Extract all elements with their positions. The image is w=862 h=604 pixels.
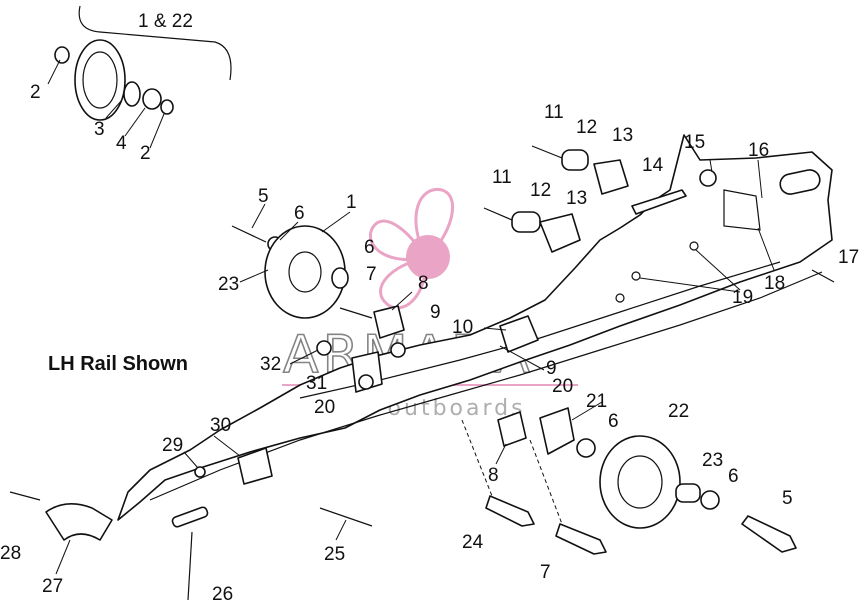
screw-icon [187,531,193,601]
callout-13: 13 [612,125,633,146]
callout-13: 13 [566,188,587,209]
callout-5: 5 [258,186,269,207]
block-icon [593,159,629,195]
callout-20: 20 [314,397,335,418]
callout-10: 10 [452,317,473,338]
leader-lines [55,159,775,575]
rear-wheel [539,407,797,553]
callout-26: 26 [212,584,233,604]
callout-6: 6 [294,203,305,224]
callout-6: 6 [728,466,739,487]
callout-12: 12 [576,117,597,138]
callout-2: 2 [140,143,151,164]
callout-20: 20 [552,376,573,397]
callout-9: 9 [546,358,557,379]
callout-2: 2 [30,82,41,103]
bracket-icon [723,189,761,231]
washer-icon [142,88,162,110]
spacer-icon [539,407,575,455]
propeller-hub [406,235,450,279]
nut-icon [699,169,717,187]
bolt-icon [531,145,563,159]
callout-32: 32 [260,354,281,375]
bolt-icon [555,523,607,555]
callout-11: 11 [492,167,512,188]
callout-24: 24 [462,532,484,553]
retaining-ring-icon [54,46,70,64]
spacer-icon [561,149,589,171]
callout-6: 6 [608,411,619,432]
callout-14: 14 [642,155,664,176]
callout-7: 7 [366,264,377,285]
callout-1: 1 [346,192,357,213]
callout-31: 31 [306,373,327,394]
clip-icon [237,447,273,485]
callout-21: 21 [586,391,607,412]
callout-28: 28 [0,543,21,564]
wheel-assembly-exploded [47,5,232,149]
callout-5: 5 [782,488,793,509]
spacer-icon [331,267,349,289]
retaining-ring-icon [160,99,174,115]
callout-22: 22 [668,401,689,422]
callout-7: 7 [540,562,551,583]
callout-4: 4 [116,133,127,154]
callout-19: 19 [732,287,753,308]
washer-icon [700,490,720,510]
rail-side-note: LH Rail Shown [48,353,188,375]
spacer-icon [675,483,701,503]
screw-icon [319,507,373,527]
callout-12: 12 [530,180,551,201]
callout-29: 29 [162,435,183,456]
callout-15: 15 [684,132,705,153]
callout-30: 30 [210,415,231,436]
tip-bumper [45,503,113,541]
nut-icon [358,374,374,390]
callout-27: 27 [42,576,63,597]
callout-11: 11 [544,102,564,123]
nut-icon [316,340,332,356]
callout-23: 23 [702,450,723,471]
bearing-icon [123,81,141,107]
callout-18: 18 [764,273,785,294]
callout-8: 8 [418,273,429,294]
callouts: 1 & 22 2 3 4 2 5 6 1 6 23 7 8 9 10 9 32 … [0,11,859,604]
callout-16: 16 [748,140,769,161]
spacer-icon [511,211,541,233]
bolt-icon [231,225,267,243]
center-wheel [231,225,349,319]
screw-icon [811,269,835,283]
rivet-icon [194,466,206,478]
callout-8: 8 [488,465,499,486]
bracket-icon [499,315,539,353]
callout-17: 17 [838,247,859,268]
callout-9: 9 [430,302,441,323]
callout-23: 23 [218,274,239,295]
callout-3: 3 [94,119,105,140]
bolt-icon [485,495,535,527]
assembly-bracket [78,5,232,81]
bracket-icon [373,305,405,339]
bolt-icon [339,307,373,319]
wheel-icon [599,435,681,529]
bolt-icon [741,515,797,553]
rail-slot [779,169,821,195]
callout-1-22: 1 & 22 [138,11,193,32]
callout-6: 6 [364,237,375,258]
washer-icon [576,438,596,458]
bracket-icon [497,411,527,447]
nut-icon [390,342,406,358]
callout-25: 25 [324,544,345,565]
upper-hardware [483,145,835,303]
lower-hardware [9,305,607,601]
propeller-icon [368,187,454,310]
block-icon [539,213,581,253]
screw-icon [9,491,41,501]
bolt-icon [631,189,687,215]
